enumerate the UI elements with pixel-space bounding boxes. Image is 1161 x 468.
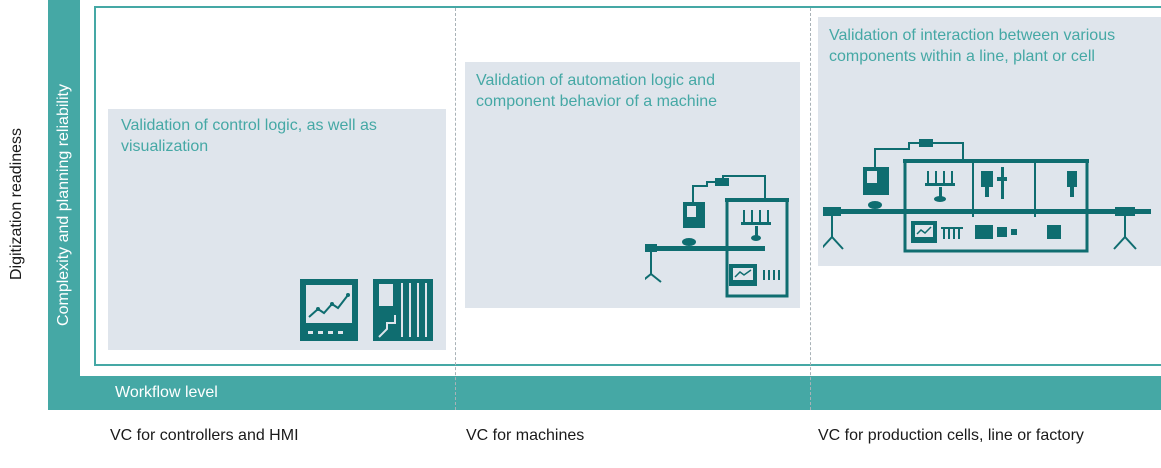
digitization-readiness-label: Digitization readiness	[8, 127, 26, 281]
column-label-machines: VC for machines	[466, 427, 585, 444]
column-label-production: VC for production cells, line or factory	[818, 427, 1084, 444]
x-axis-bar: Workflow level	[48, 376, 1161, 410]
y-axis-label: Complexity and planning reliability	[55, 84, 72, 326]
panel-machines: Validation of automation logic and compo…	[465, 62, 800, 308]
x-axis-label: Workflow level	[115, 384, 218, 401]
controller-icon	[373, 279, 433, 341]
panel-production: Validation of interaction between variou…	[818, 17, 1161, 266]
panel-description: Validation of control logic, as well as …	[121, 117, 377, 155]
production-line-icon	[823, 139, 1151, 253]
column-label-controllers: VC for controllers and HMI	[110, 427, 299, 444]
panel-description: Validation of automation logic and compo…	[476, 72, 718, 110]
hmi-panel-icon	[300, 279, 358, 341]
panel-controllers: Validation of control logic, as well as …	[108, 109, 446, 350]
y-axis-bar: Complexity and planning reliability	[48, 0, 80, 410]
panel-description: Validation of interaction between variou…	[829, 27, 1116, 65]
column-divider	[810, 8, 811, 410]
machine-icon	[645, 175, 789, 298]
column-divider	[455, 8, 456, 410]
plot-frame	[94, 6, 1161, 366]
